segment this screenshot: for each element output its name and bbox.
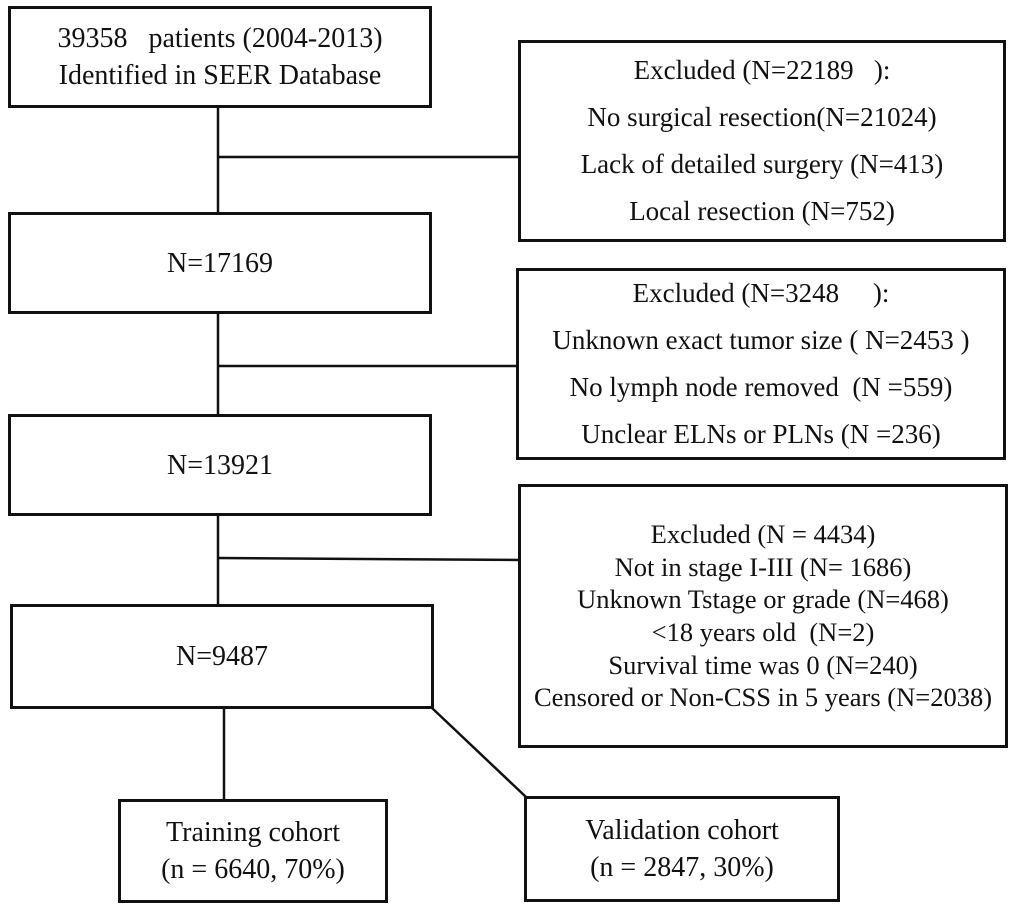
connector-branch-exclusion3 <box>217 556 521 562</box>
exclusion3-item-3: <18 years old (N=2) <box>651 617 875 647</box>
exclusion3-box: Excluded (N = 4434) Not in stage I-III (… <box>518 484 1008 748</box>
validation-cohort-size: (n = 2847, 30%) <box>590 852 774 883</box>
start-box-line-2: Identified in SEER Database <box>58 60 382 91</box>
exclusion3-item-5: Censored or Non-CSS in 5 years (N=2038) <box>533 682 993 713</box>
step3-box: N=9487 <box>10 604 434 709</box>
exclusion3-item-1: Not in stage I-III (N= 1686) <box>614 551 912 582</box>
exclusion2-item-2: No lymph node removed (N =559) <box>569 372 953 402</box>
step2-box: N=13921 <box>8 414 432 516</box>
exclusion1-item-1: No surgical resection(N=21024) <box>587 102 937 132</box>
training-cohort-box: Training cohort (n = 6640, 70%) <box>118 799 388 903</box>
exclusion2-heading: Excluded (N=3248 ): <box>632 278 890 308</box>
exclusion1-item-3: Local resection (N=752) <box>629 196 895 226</box>
connector-step3-to-validation <box>431 707 527 798</box>
exclusion2-item-1: Unknown exact tumor size ( N=2453 ) <box>552 325 970 355</box>
start-box-line-1: 39358 patients (2004-2013) <box>57 23 383 54</box>
step2-box-count: N=13921 <box>166 449 273 481</box>
exclusion1-heading: Excluded (N=22189 ): <box>633 55 891 85</box>
exclusion2-box: Excluded (N=3248 ): Unknown exact tumor … <box>516 268 1006 460</box>
exclusion1-item-2: Lack of detailed surgery (N=413) <box>580 149 944 179</box>
step3-box-count: N=9487 <box>175 641 268 672</box>
validation-cohort-title: Validation cohort <box>585 815 779 846</box>
exclusion3-item-2: Unknown Tstage or grade (N=468) <box>577 584 949 615</box>
validation-cohort-box: Validation cohort (n = 2847, 30%) <box>524 796 840 902</box>
training-cohort-title: Training cohort <box>166 817 340 848</box>
start-box: 39358 patients (2004-2013) Identified in… <box>8 6 432 108</box>
exclusion3-item-4: Survival time was 0 (N=240) <box>608 649 918 680</box>
exclusion3-heading: Excluded (N = 4434) <box>650 519 876 550</box>
exclusion1-box: Excluded (N=22189 ): No surgical resecti… <box>518 40 1006 242</box>
step1-box: N=17169 <box>8 212 432 314</box>
step1-box-count: N=17169 <box>166 247 273 279</box>
exclusion2-item-3: Unclear ELNs or PLNs (N =236) <box>581 419 941 449</box>
training-cohort-size: (n = 6640, 70%) <box>161 854 345 885</box>
